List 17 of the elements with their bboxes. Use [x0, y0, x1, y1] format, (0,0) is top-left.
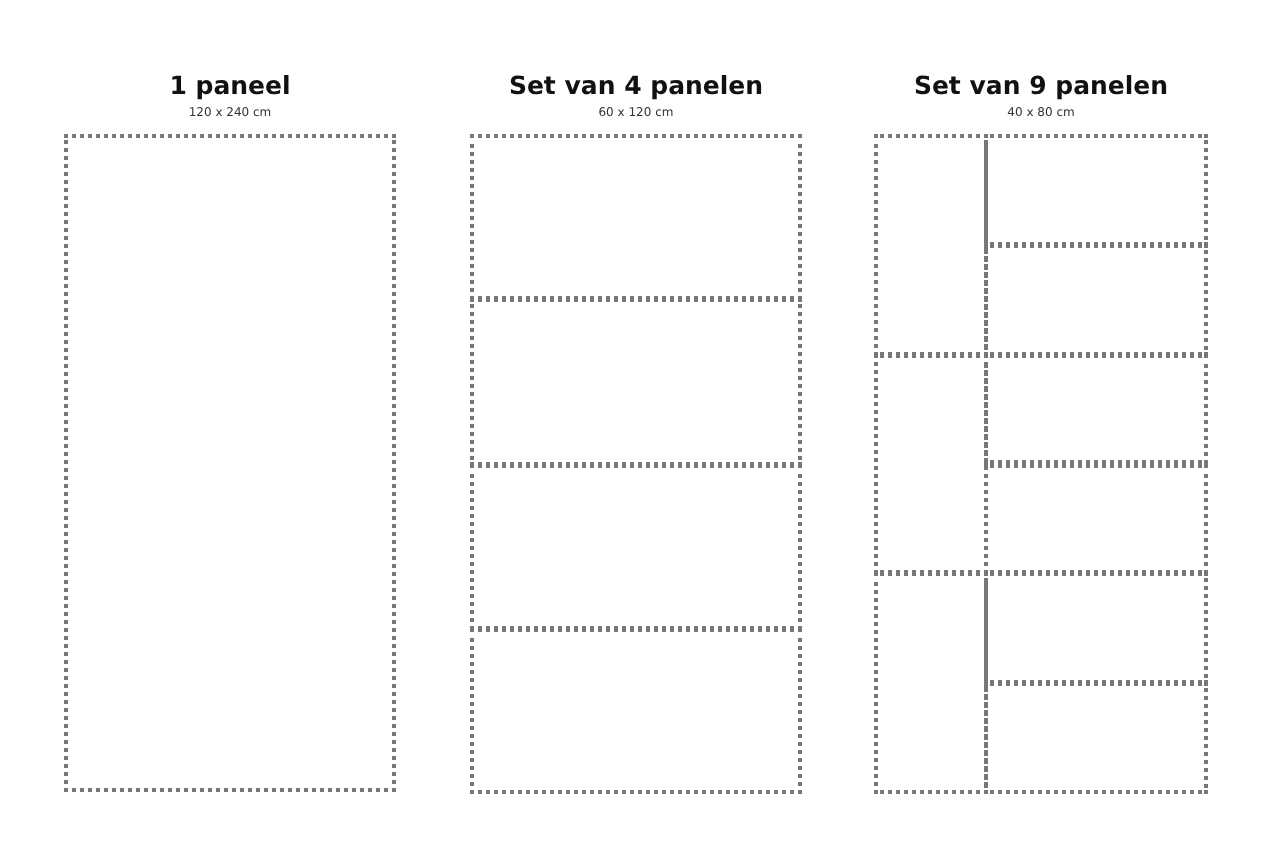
panel-outline — [984, 243, 1208, 356]
panel-outline — [984, 353, 1208, 465]
panel-outline — [874, 353, 988, 575]
panel-outline — [470, 463, 802, 630]
panel-outline — [64, 134, 396, 792]
panel-outline — [984, 682, 1208, 794]
panel-outline — [984, 463, 1208, 575]
panel-set-title: Set van 4 panelen — [506, 70, 766, 100]
panel-outline — [984, 134, 1208, 246]
panel-outline — [470, 134, 802, 301]
panel-outline — [470, 298, 802, 465]
panel-set-title: 1 paneel — [167, 70, 293, 100]
panel-set-title: Set van 9 panelen — [911, 70, 1171, 100]
panel-outline — [984, 572, 1208, 685]
panel-outline — [874, 134, 988, 356]
panel-outline — [470, 627, 802, 794]
panel-outline — [874, 572, 988, 794]
